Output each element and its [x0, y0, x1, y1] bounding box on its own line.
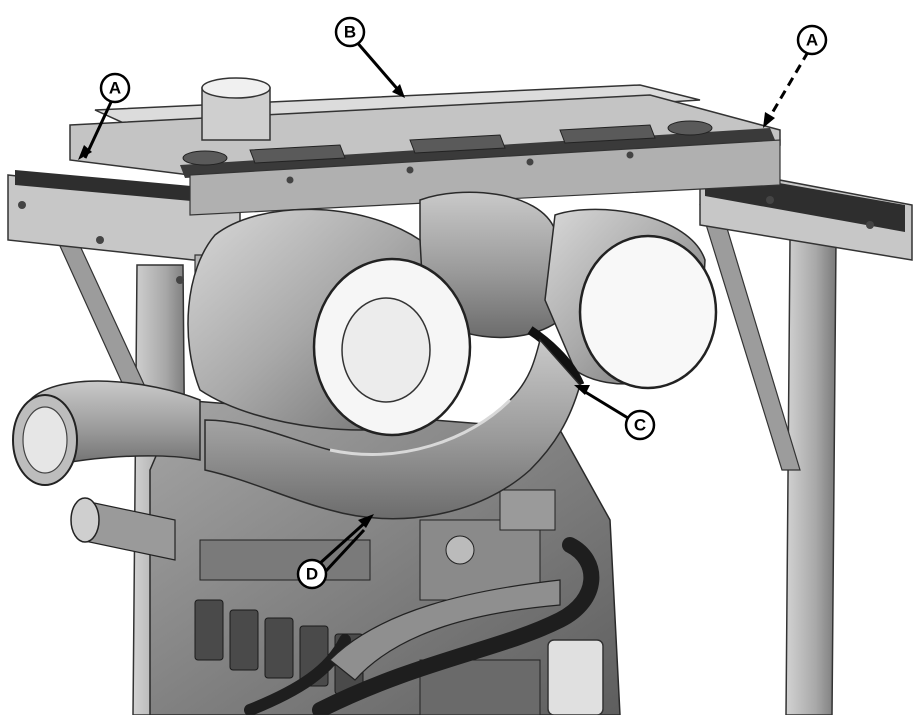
left-filter-cap: [312, 257, 472, 437]
callout-label: C: [634, 416, 646, 435]
callout-label: D: [306, 565, 318, 584]
callout-label: A: [109, 79, 121, 98]
hose-clamp-c: [527, 326, 585, 387]
coolant-hose-gray: [329, 579, 561, 681]
top-frame: [7, 77, 913, 311]
air-cleaner-assembly: [187, 191, 718, 520]
right-front-post: [785, 239, 837, 715]
exhaust-outlet: [201, 77, 271, 141]
callout-leaders: [78, 39, 810, 574]
callout-a-right: A: [796, 24, 828, 56]
callout-label: B: [344, 23, 356, 42]
right-filter-cap: [578, 234, 718, 390]
callout-c: C: [624, 409, 656, 441]
oil-filter: [547, 639, 604, 715]
callout-d: D: [296, 558, 328, 590]
callout-b: B: [334, 16, 366, 48]
callout-label: A: [806, 31, 818, 50]
callout-a-left: A: [99, 72, 131, 104]
coolant-hoses: [244, 537, 600, 715]
right-brace: [699, 204, 801, 471]
side-pipes: [12, 380, 201, 561]
